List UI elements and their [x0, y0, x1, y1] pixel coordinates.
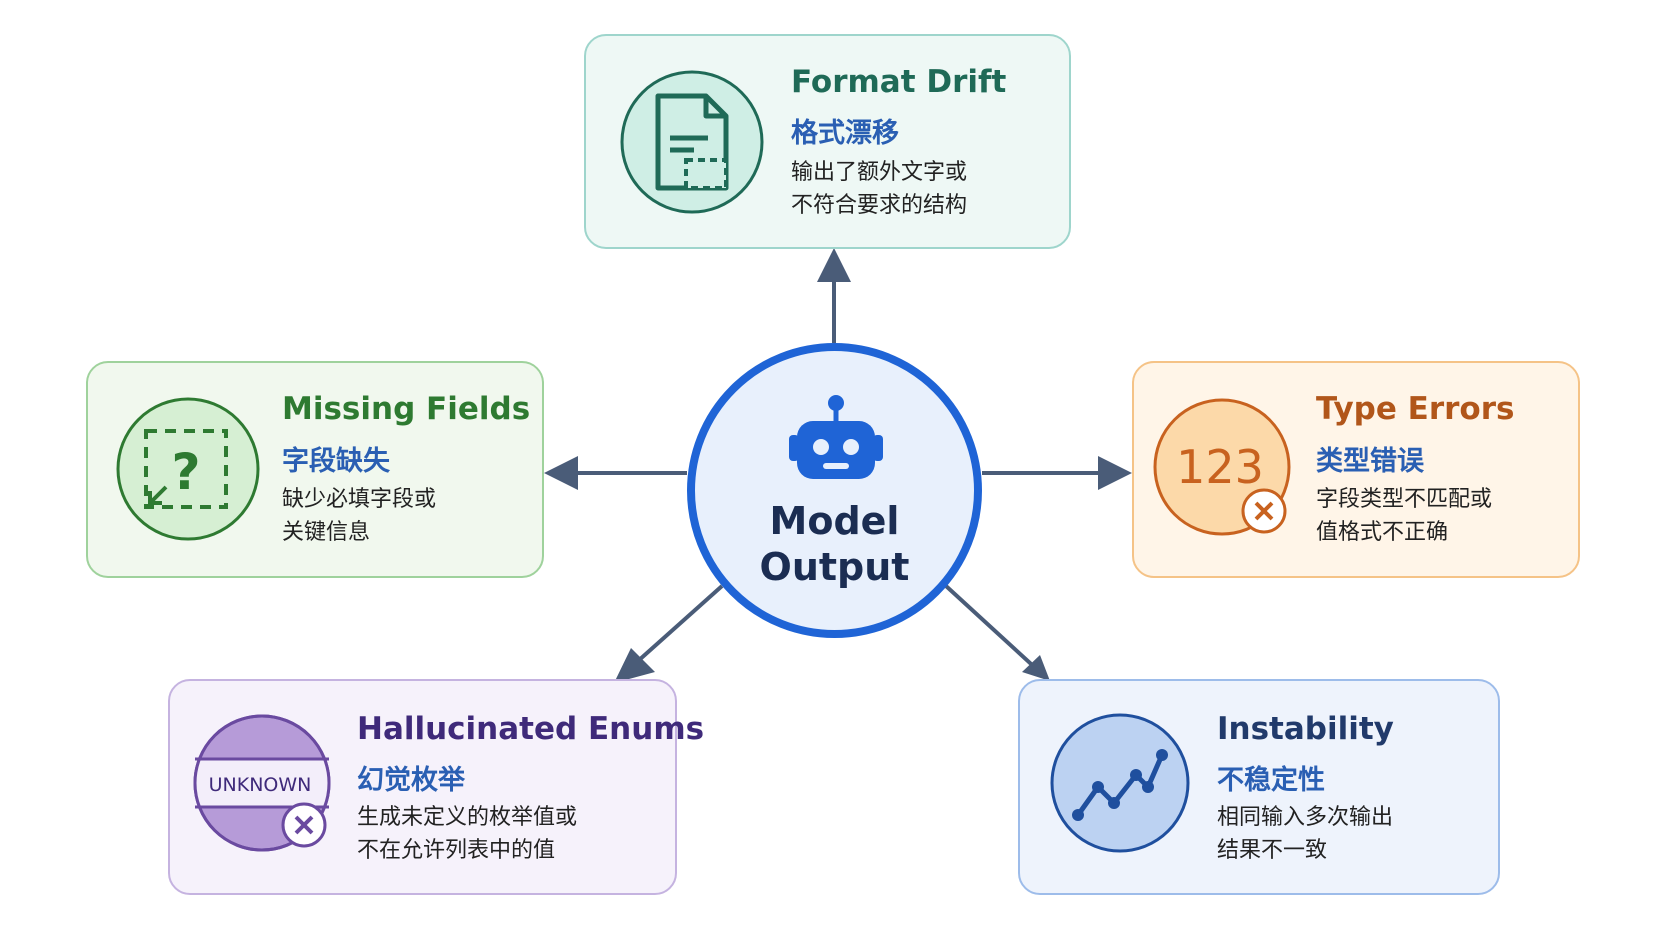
node-missing-fields: ? Missing Fields 字段缺失 缺少必填字段或 关键信息	[86, 361, 544, 578]
type-errors-desc-line-1: 字段类型不匹配或	[1316, 487, 1493, 512]
center-title-line-1: Model	[769, 499, 900, 543]
center-model-output: Model Output	[687, 343, 982, 638]
arrow-to-hallucinated-enums	[614, 584, 724, 683]
arrow-to-missing-fields	[544, 456, 687, 490]
missing-fields-description: 缺少必填字段或 关键信息	[282, 483, 436, 549]
node-hallucinated-enums: UNKNOWN Hallucinated Enums 幻觉枚举 生成未定义的枚举…	[168, 679, 704, 895]
unknown-enum-icon: UNKNOWN	[193, 714, 331, 852]
format-drift-desc-line-1: 输出了额外文字或	[791, 160, 968, 185]
instability-desc-line-1: 相同输入多次输出	[1217, 805, 1394, 830]
format-drift-title: Format Drift	[791, 64, 1007, 100]
instability-subtitle: 不稳定性	[1217, 765, 1325, 796]
instability-title: Instability	[1217, 711, 1394, 747]
type-errors-icon-text: 123	[1176, 440, 1264, 494]
format-drift-subtitle: 格式漂移	[791, 118, 899, 149]
missing-fields-desc-line-1: 缺少必填字段或	[282, 487, 437, 512]
type-errors-description: 字段类型不匹配或 值格式不正确	[1316, 483, 1492, 549]
center-title: Model Output	[695, 498, 974, 590]
hallucinated-enums-description: 生成未定义的枚举值或 不在允许列表中的值	[357, 801, 577, 867]
node-format-drift: Format Drift 格式漂移 输出了额外文字或 不符合要求的结构	[584, 34, 1071, 249]
arrow-to-format-drift	[817, 248, 851, 343]
robot-icon	[789, 395, 883, 479]
hallucinated-enums-subtitle: 幻觉枚举	[357, 765, 465, 796]
missing-fields-desc-line-2: 关键信息	[282, 520, 371, 545]
arrow-to-instability	[944, 584, 1050, 681]
missing-fields-title: Missing Fields	[282, 391, 531, 427]
format-drift-desc-line-2: 不符合要求的结构	[791, 193, 968, 218]
hallucinated-enums-icon-text: UNKNOWN	[209, 774, 312, 796]
type-errors-subtitle: 类型错误	[1316, 446, 1424, 477]
type-errors-desc-line-2: 值格式不正确	[1316, 520, 1449, 545]
hallucinated-enums-desc-line-2: 不在允许列表中的值	[357, 838, 556, 863]
hallucinated-enums-title: Hallucinated Enums	[357, 711, 705, 747]
instability-desc-line-2: 结果不一致	[1217, 838, 1328, 863]
number-error-icon: 123	[1153, 398, 1291, 536]
missing-fields-subtitle: 字段缺失	[282, 446, 390, 477]
arrow-to-type-errors	[982, 456, 1132, 490]
instability-description: 相同输入多次输出 结果不一致	[1217, 801, 1393, 867]
document-icon	[620, 70, 764, 214]
type-errors-title: Type Errors	[1316, 391, 1515, 427]
line-chart-icon	[1050, 713, 1190, 853]
format-drift-description: 输出了额外文字或 不符合要求的结构	[791, 156, 967, 222]
node-type-errors: 123 Type Errors 类型错误 字段类型不匹配或 值格式不正确	[1132, 361, 1580, 578]
svg-text:?: ?	[171, 443, 200, 501]
center-title-line-2: Output	[759, 545, 910, 589]
node-instability: Instability 不稳定性 相同输入多次输出 结果不一致	[1018, 679, 1500, 895]
question-mark-icon: ?	[116, 397, 260, 541]
hallucinated-enums-desc-line-1: 生成未定义的枚举值或	[357, 805, 578, 830]
